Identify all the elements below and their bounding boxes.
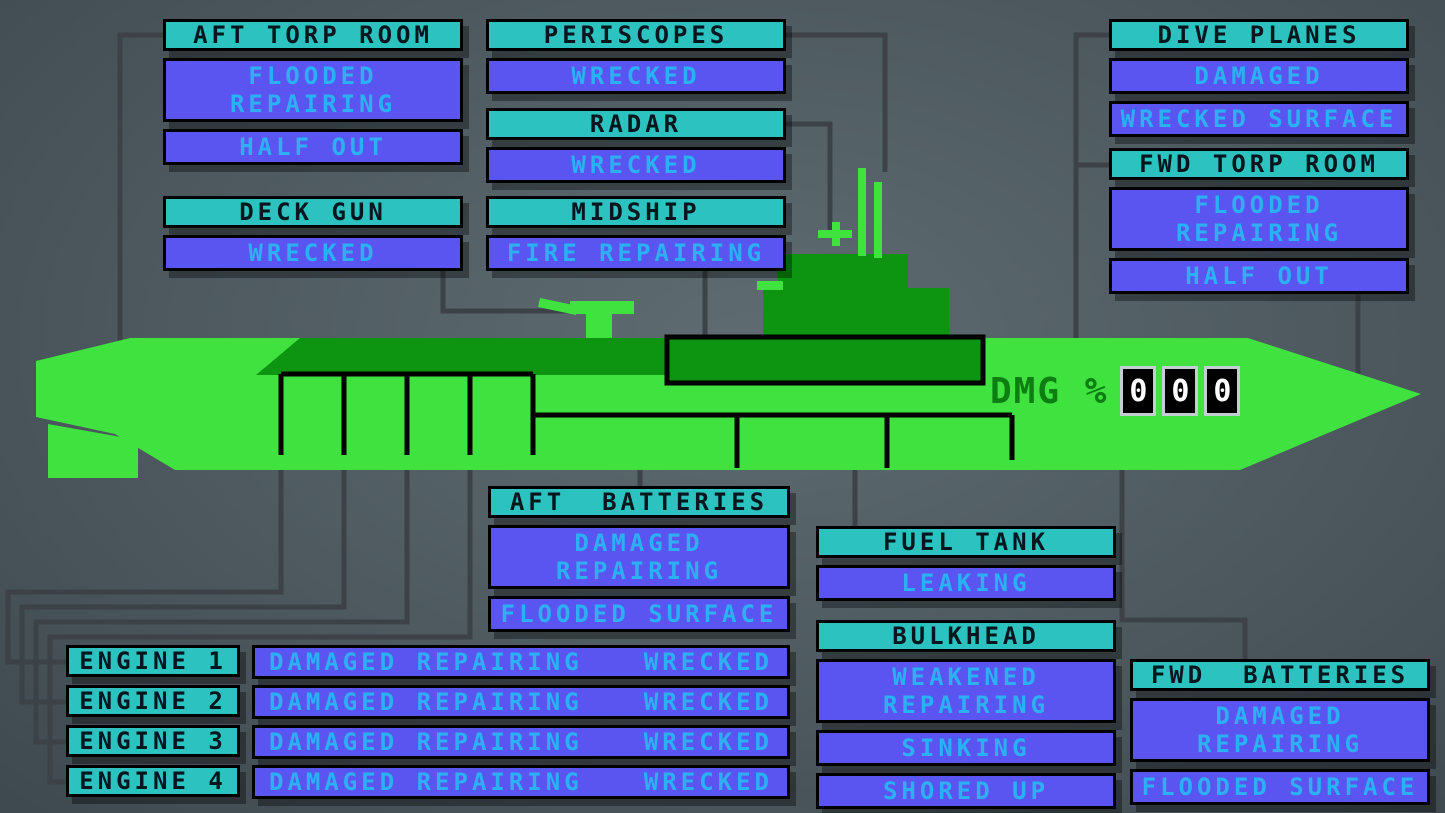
damage-percent-digits: 0 0 0 — [1120, 366, 1241, 416]
engine-4-status: DAMAGED REPAIRING WRECKED — [252, 765, 790, 799]
panel-title-deck-gun: DECK GUN — [163, 196, 463, 228]
panel-title-fuel-tank: FUEL TANK — [816, 526, 1116, 558]
damage-digit-hundreds: 0 — [1120, 366, 1157, 416]
compartment-lines — [278, 371, 1015, 468]
status-periscopes-wrecked: WRECKED — [486, 58, 786, 94]
engine-4-status-damaged: DAMAGED REPAIRING — [269, 768, 583, 796]
status-aft-torp-flooded-repairing: FLOODED REPAIRING — [163, 58, 463, 122]
panel-title-aft-torp-room: AFT TORP ROOM — [163, 19, 463, 51]
panel-title-fwd-batteries: FWD BATTERIES — [1130, 659, 1430, 691]
panel-title-periscopes: PERISCOPES — [486, 19, 786, 51]
engine-2-status-damaged: DAMAGED REPAIRING — [269, 688, 583, 716]
engine-row-3: ENGINE 3 DAMAGED REPAIRING WRECKED — [66, 725, 790, 759]
tower-gun-icon — [757, 281, 783, 290]
connector-aft-torp-room — [117, 32, 163, 355]
connector-dive-planes — [1073, 32, 1111, 345]
status-deck-gun-wrecked: WRECKED — [163, 235, 463, 271]
connector-engine-3 — [33, 445, 410, 745]
status-fwd-batteries-flooded-surface: FLOODED SURFACE — [1130, 769, 1430, 805]
damage-digit-tens: 0 — [1162, 366, 1199, 416]
conning-tower-base — [763, 288, 949, 340]
status-midship-fire-repairing: FIRE REPAIRING — [486, 235, 786, 271]
tail-fin — [48, 424, 138, 478]
engine-1-label: ENGINE 1 — [66, 645, 240, 677]
engine-2-label: ENGINE 2 — [66, 685, 240, 717]
engine-3-status-damaged: DAMAGED REPAIRING — [269, 728, 583, 756]
connector-engine-1 — [5, 445, 284, 665]
status-bulkhead-sinking: SINKING — [816, 730, 1116, 766]
connector-engine-4 — [47, 445, 473, 785]
panel-title-dive-planes: DIVE PLANES — [1109, 19, 1409, 51]
deck-gun-pedestal — [586, 314, 612, 338]
panel-title-fwd-torp-room: FWD TORP ROOM — [1109, 148, 1409, 180]
conning-tower-top — [778, 254, 908, 292]
panel-midship: MIDSHIP FIRE REPAIRING — [486, 196, 786, 271]
engine-row-4: ENGINE 4 DAMAGED REPAIRING WRECKED — [66, 765, 790, 799]
status-fwd-torp-half-out: HALF OUT — [1109, 258, 1409, 294]
panel-bulkhead: BULKHEAD WEAKENED REPAIRING SINKING SHOR… — [816, 620, 1116, 809]
connector-deck-gun — [440, 268, 575, 314]
connector-radar — [786, 121, 833, 230]
status-bulkhead-shored-up: SHORED UP — [816, 773, 1116, 809]
status-aft-batteries-flooded-surface: FLOODED SURFACE — [488, 596, 790, 632]
panel-title-aft-batteries: AFT BATTERIES — [488, 486, 790, 518]
panel-fwd-torp-room: FWD TORP ROOM FLOODED REPAIRING HALF OUT — [1109, 148, 1409, 294]
engine-3-status: DAMAGED REPAIRING WRECKED — [252, 725, 790, 759]
damage-percent-label: DMG % — [990, 370, 1109, 412]
panel-deck-gun: DECK GUN WRECKED — [163, 196, 463, 271]
status-radar-wrecked: WRECKED — [486, 147, 786, 183]
panel-fwd-batteries: FWD BATTERIES DAMAGED REPAIRING FLOODED … — [1130, 659, 1430, 805]
engine-1-status-damaged: DAMAGED REPAIRING — [269, 648, 583, 676]
engine-3-status-wrecked: WRECKED — [643, 728, 773, 756]
connector-periscopes — [786, 32, 888, 172]
panel-title-midship: MIDSHIP — [486, 196, 786, 228]
status-dive-planes-wrecked-surface: WRECKED SURFACE — [1109, 101, 1409, 137]
engine-4-status-wrecked: WRECKED — [643, 768, 773, 796]
status-fuel-tank-leaking: LEAKING — [816, 565, 1116, 601]
status-fwd-batteries-damaged-repairing: DAMAGED REPAIRING — [1130, 698, 1430, 762]
panel-radar: RADAR WRECKED — [486, 108, 786, 183]
connector-lines — [5, 32, 1361, 785]
damage-percent-counter: DMG % 0 0 0 — [990, 366, 1241, 416]
status-fwd-torp-flooded-repairing: FLOODED REPAIRING — [1109, 187, 1409, 251]
periscope-head-icon — [818, 222, 852, 246]
submarine — [36, 168, 1421, 478]
damage-digit-ones: 0 — [1204, 366, 1241, 416]
engine-3-label: ENGINE 3 — [66, 725, 240, 757]
status-bulkhead-weakened-repairing: WEAKENED REPAIRING — [816, 659, 1116, 723]
engine-1-status: DAMAGED REPAIRING WRECKED — [252, 645, 790, 679]
engine-4-label: ENGINE 4 — [66, 765, 240, 797]
panel-dive-planes: DIVE PLANES DAMAGED WRECKED SURFACE — [1109, 19, 1409, 137]
deck-gun-body — [570, 301, 634, 314]
deck-hatch-box — [664, 334, 986, 386]
panel-periscopes: PERISCOPES WRECKED — [486, 19, 786, 94]
engine-row-1: ENGINE 1 DAMAGED REPAIRING WRECKED — [66, 645, 790, 679]
mast-icon — [858, 168, 866, 256]
engine-row-2: ENGINE 2 DAMAGED REPAIRING WRECKED — [66, 685, 790, 719]
engine-1-status-wrecked: WRECKED — [643, 648, 773, 676]
deck-gun-barrel — [538, 298, 578, 315]
panel-title-radar: RADAR — [486, 108, 786, 140]
engine-2-status: DAMAGED REPAIRING WRECKED — [252, 685, 790, 719]
status-aft-batteries-damaged-repairing: DAMAGED REPAIRING — [488, 525, 790, 589]
engine-2-status-wrecked: WRECKED — [643, 688, 773, 716]
panel-aft-batteries: AFT BATTERIES DAMAGED REPAIRING FLOODED … — [488, 486, 790, 632]
status-dive-planes-damaged: DAMAGED — [1109, 58, 1409, 94]
panel-aft-torp-room: AFT TORP ROOM FLOODED REPAIRING HALF OUT — [163, 19, 463, 165]
mast-icon — [874, 182, 882, 258]
status-aft-torp-half-out: HALF OUT — [163, 129, 463, 165]
connector-fwd-batteries — [1119, 450, 1248, 660]
panel-title-bulkhead: BULKHEAD — [816, 620, 1116, 652]
panel-fuel-tank: FUEL TANK LEAKING — [816, 526, 1116, 601]
